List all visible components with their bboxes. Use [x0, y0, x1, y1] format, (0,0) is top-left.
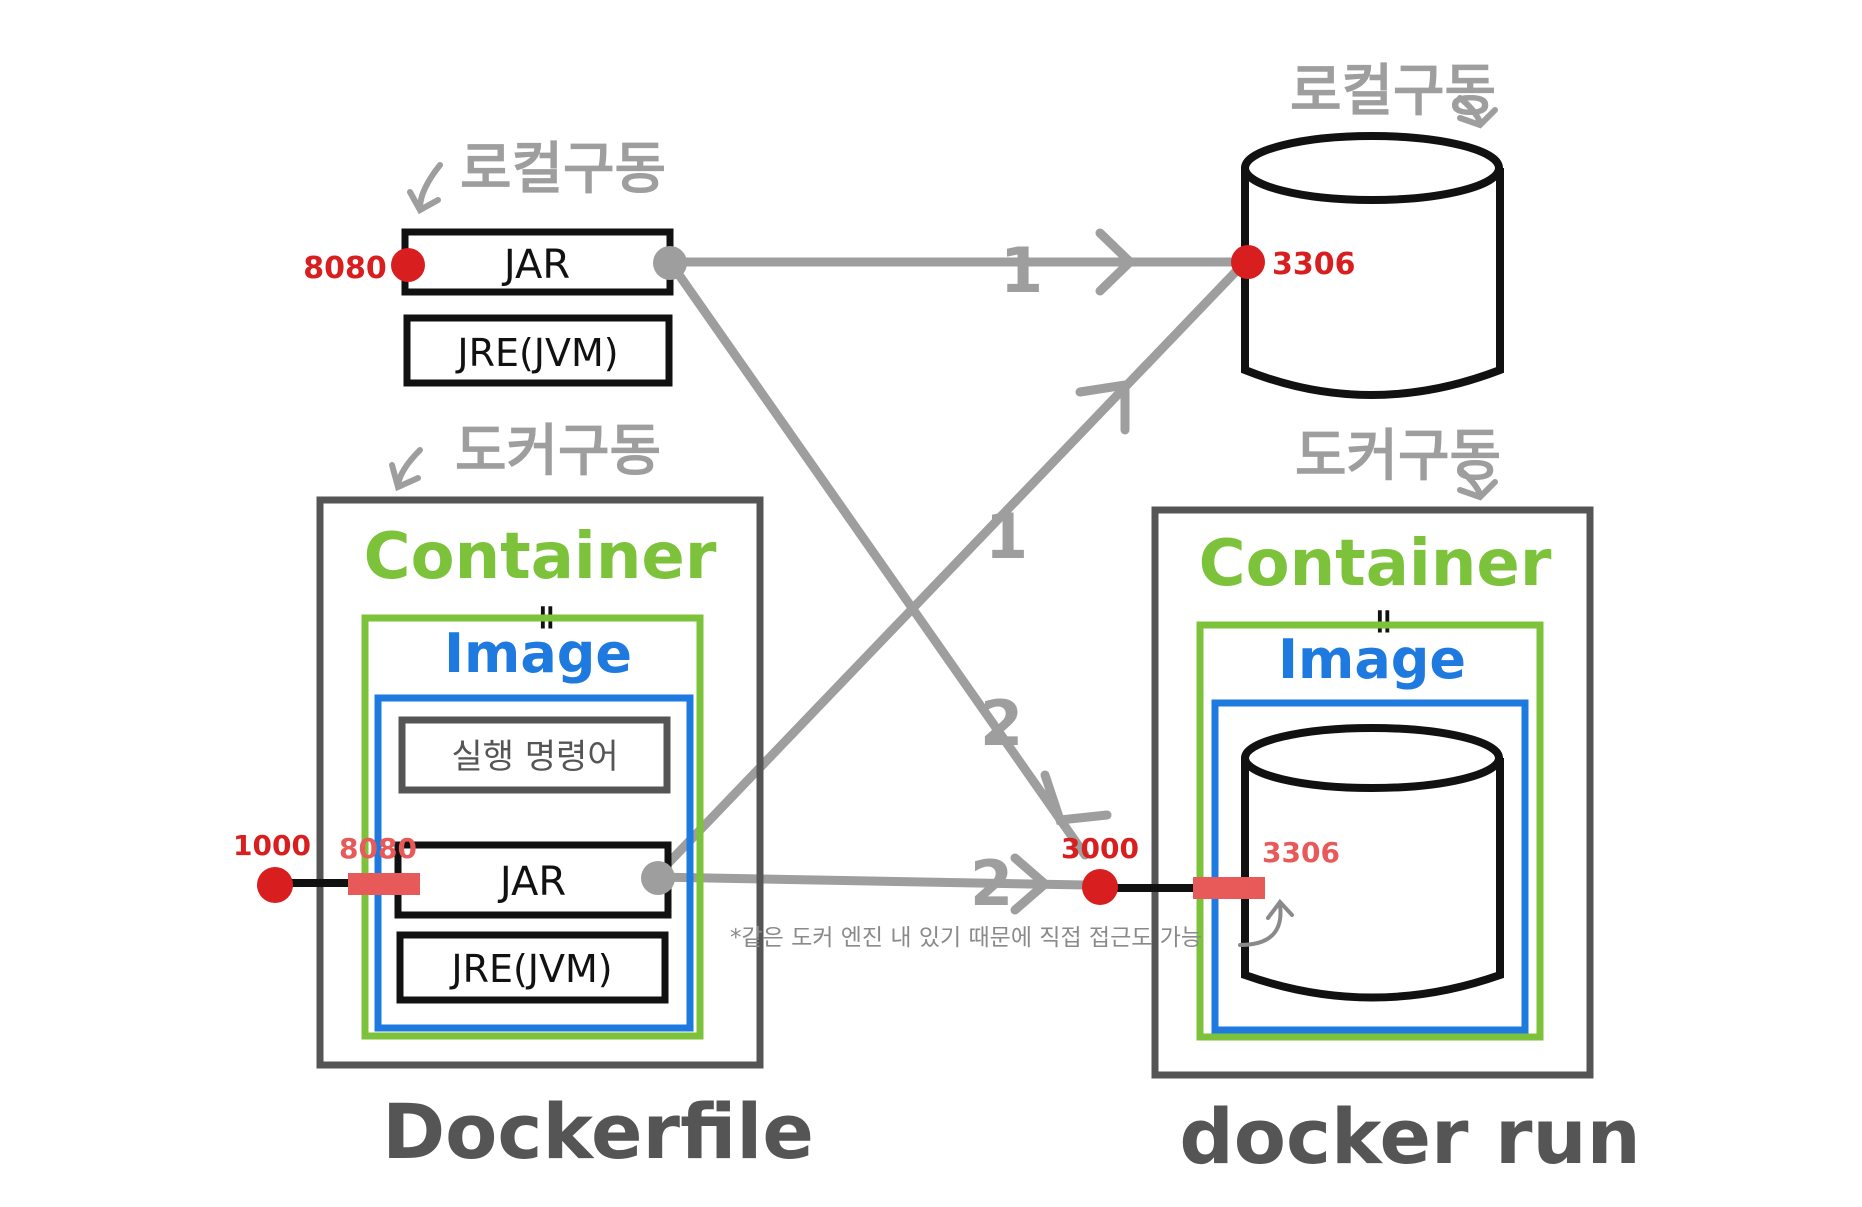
arrow-label-bottom-2: 2	[970, 847, 1013, 920]
left-container-port-label: 8080	[339, 832, 417, 865]
local-db-cylinder	[1241, 132, 1504, 399]
left-image-title: Image	[444, 622, 632, 685]
arrow-label-mid-1: 1	[985, 500, 1028, 573]
left-command-label: 실행 명령어	[451, 737, 618, 777]
local-jar-out-dot	[653, 246, 687, 280]
right-container-box	[1196, 621, 1544, 1041]
arrow-label-top-1: 1	[1000, 234, 1043, 307]
svg-text:도커구동: 도커구동	[455, 419, 661, 484]
local-db-port-label: 3306	[1272, 247, 1356, 282]
arrow-jar-to-docker-db	[665, 257, 1112, 860]
docker-run-label-left: 도커구동	[389, 419, 661, 492]
right-container-title: Container	[1199, 527, 1552, 601]
left-container-port-marker	[348, 873, 420, 895]
left-jar-box: JAR	[394, 841, 672, 919]
left-jar-label: JAR	[497, 859, 566, 905]
left-jre-label: JRE(JVM)	[449, 947, 612, 991]
left-container-box	[361, 614, 704, 1040]
direct-access-note: *같은 도커 엔진 내 있기 때문에 직접 접근도 가능	[730, 925, 1202, 951]
local-jar-box: JAR	[401, 228, 674, 296]
right-equals-mark: ॥	[1372, 601, 1392, 641]
local-jar-port-dot	[391, 248, 425, 282]
docker-run-label-right: 도커구동	[1295, 424, 1501, 501]
right-image-box	[1211, 699, 1529, 1034]
left-command-box: 실행 명령어	[398, 716, 671, 794]
arrow-container-jar-to-docker-db	[650, 853, 1090, 915]
local-run-label-right: 로컬구동	[1290, 59, 1498, 129]
right-image-title: Image	[1278, 628, 1466, 691]
right-container-port-marker	[1193, 877, 1265, 899]
svg-text:로컬구동: 로컬구동	[1290, 59, 1496, 124]
left-jar-out-dot	[641, 861, 675, 895]
right-host-port-dot	[1082, 869, 1118, 905]
arrow-container-jar-to-local-db	[650, 257, 1250, 882]
left-host-port-label: 1000	[233, 829, 311, 862]
local-jre-box: JRE(JVM)	[403, 314, 673, 387]
right-host-port-label: 3000	[1061, 832, 1139, 865]
left-host-box	[316, 496, 764, 1069]
left-jre-box: JRE(JVM)	[396, 931, 669, 1004]
arrow-label-mid-2: 2	[980, 687, 1023, 760]
left-host-port-dot	[257, 867, 293, 903]
local-jar-port-label: 8080	[303, 251, 387, 286]
right-container-port-label: 3306	[1262, 836, 1340, 869]
note-arrow	[1238, 898, 1294, 947]
local-db-port-dot	[1231, 245, 1265, 279]
left-image-box	[374, 694, 694, 1032]
local-run-label-left: 로컬구동	[407, 137, 666, 215]
right-host-box	[1151, 506, 1594, 1079]
local-jar-label: JAR	[501, 242, 570, 288]
docker-run-caption: docker run	[1179, 1092, 1640, 1181]
left-container-title: Container	[364, 520, 717, 594]
local-jre-label: JRE(JVM)	[455, 331, 618, 375]
dockerfile-caption: Dockerfile	[382, 1087, 814, 1176]
svg-text:로컬구동: 로컬구동	[460, 137, 666, 202]
docker-db-cylinder	[1241, 724, 1504, 1002]
arrow-jar-to-local-db	[665, 228, 1250, 296]
